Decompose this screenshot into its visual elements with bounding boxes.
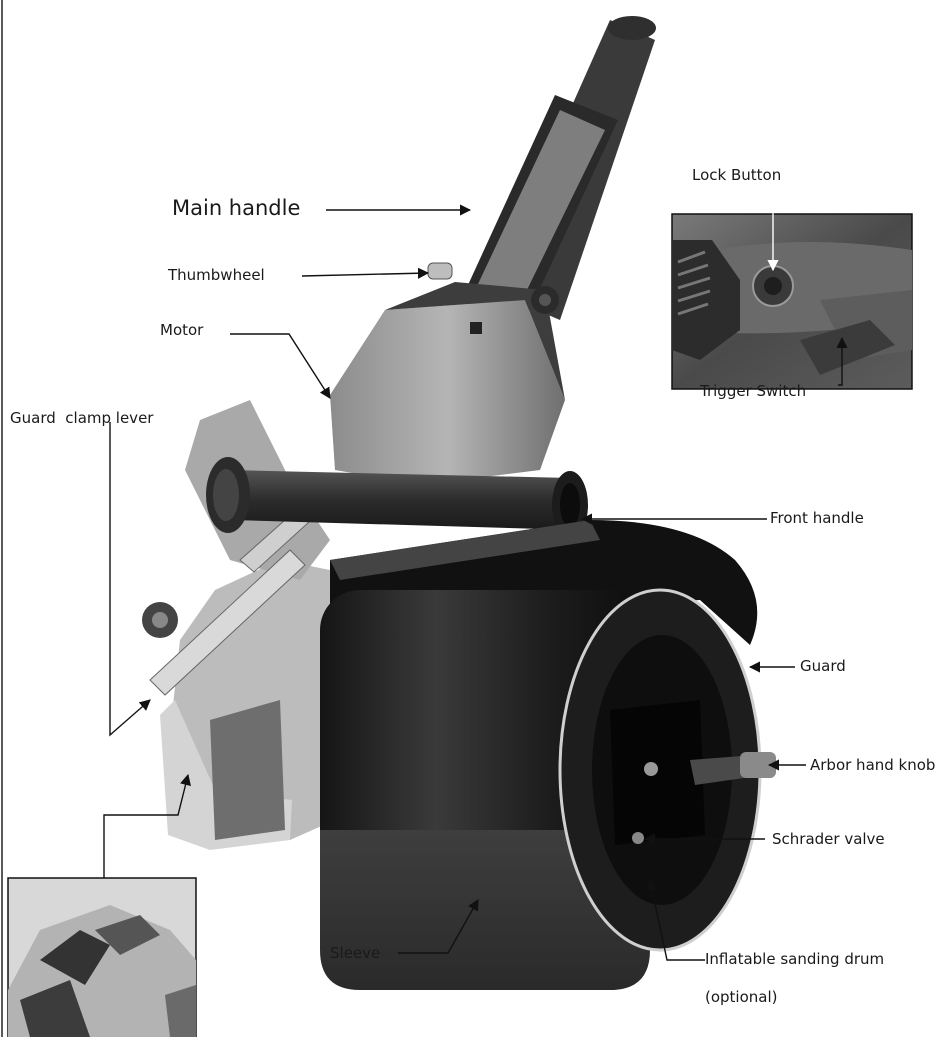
- motor-housing-shape: [330, 282, 565, 485]
- thumbwheel-shape: [427, 262, 453, 280]
- label-main-handle: Main handle: [172, 196, 301, 220]
- label-schrader-valve: Schrader valve: [772, 830, 885, 848]
- arrow-inset-gear-head: [103, 773, 191, 878]
- label-lock-button: Lock Button: [692, 166, 782, 184]
- front-handle-shape: [206, 457, 588, 539]
- label-guard: Guard: [800, 657, 846, 675]
- arrow-motor: [230, 333, 331, 399]
- arrow-thumbwheel: [301, 267, 430, 279]
- arrow-inflatable-drum: [646, 878, 705, 961]
- label-trigger-switch: Trigger Switch: [700, 382, 807, 400]
- label-optional: (optional): [705, 988, 778, 1006]
- main-handle-shape: [462, 16, 656, 335]
- drum-body-shape: [320, 590, 650, 990]
- drum-end-face-shape: [558, 588, 762, 952]
- inset-lock-trigger: [671, 213, 913, 390]
- label-arbor-hand-knob: Arbor hand knob: [810, 756, 936, 774]
- arrow-sleeve: [398, 899, 479, 954]
- arrow-guard-clamp-lever: [109, 422, 151, 737]
- label-sleeve: Sleeve: [330, 944, 381, 962]
- label-inflatable-sanding-drum: Inflatable sanding drum: [705, 950, 885, 968]
- arrow-trigger-switch: [836, 336, 848, 386]
- leader-lines: [103, 204, 848, 961]
- label-thumbwheel: Thumbwheel: [168, 266, 265, 284]
- label-guard-clamp-lever: Guard clamp lever: [10, 409, 154, 427]
- label-motor: Motor: [160, 321, 204, 339]
- label-front-handle: Front handle: [770, 509, 864, 527]
- arbor-knob-shape: [690, 752, 776, 785]
- inset-gear-head: [7, 877, 197, 1037]
